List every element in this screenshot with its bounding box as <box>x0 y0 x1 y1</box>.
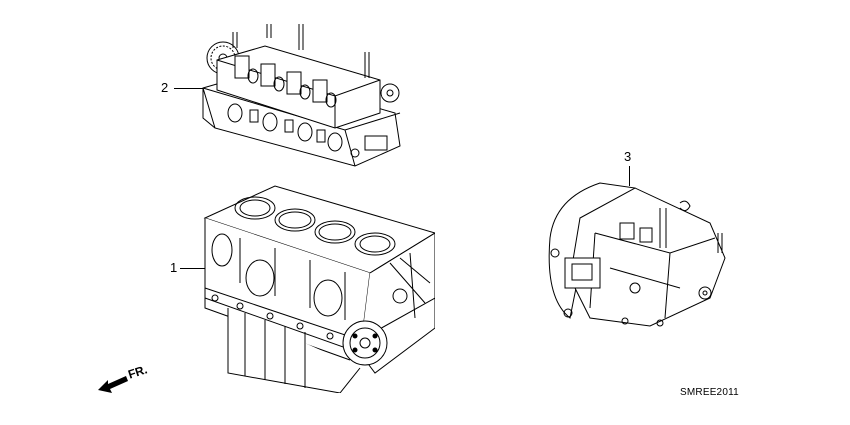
callout-2-leader <box>174 88 204 89</box>
transmission-illustration[interactable] <box>540 178 730 328</box>
callout-2-label: 2 <box>161 80 169 95</box>
callout-3-leader <box>629 166 630 186</box>
cylinder-head-illustration[interactable] <box>195 18 410 168</box>
diagram-code: SMREE2011 <box>680 387 739 398</box>
front-direction-indicator <box>96 364 156 394</box>
callout-1-label: 1 <box>170 260 178 275</box>
callout-1-leader <box>180 268 207 269</box>
front-arrow-icon <box>98 376 128 393</box>
callout-3-label: 3 <box>624 149 632 164</box>
engine-block-illustration[interactable] <box>200 178 435 393</box>
